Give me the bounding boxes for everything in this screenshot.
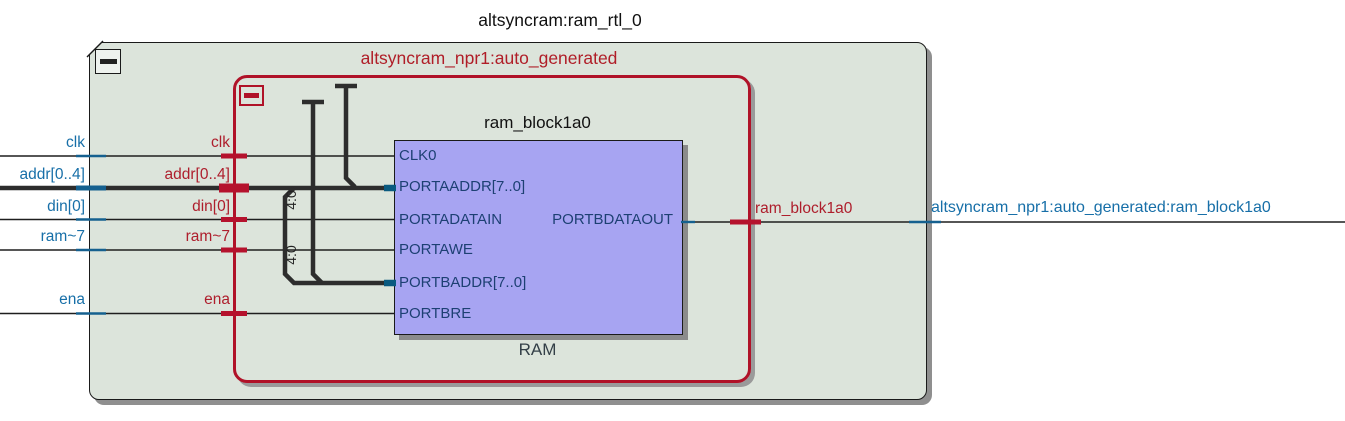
port-row-data: PORTADATAIN PORTBDATAOUT xyxy=(399,209,673,231)
bus-slice-label-1: 4:0 xyxy=(283,190,299,210)
hierarchy-box-auto-generated[interactable] xyxy=(233,75,751,383)
net-label-ena-outer[interactable]: ena xyxy=(59,291,85,308)
collapse-minus-icon-hierarchy[interactable] xyxy=(239,85,264,106)
net-label-addr-inner[interactable]: addr[0..4] xyxy=(164,166,231,183)
ram-block-title[interactable]: ram_block1a0 xyxy=(484,113,591,132)
port-label-portawe: PORTAWE xyxy=(399,241,473,258)
net-label-din-inner[interactable]: din[0] xyxy=(192,198,230,215)
collapse-minus-icon-module[interactable] xyxy=(95,49,121,74)
net-label-ena-inner[interactable]: ena xyxy=(204,291,230,308)
net-label-output-inner[interactable]: ram_block1a0 xyxy=(755,200,853,217)
port-label-portbaddr: PORTBADDR[7..0] xyxy=(399,274,527,291)
port-label-portbre: PORTBRE xyxy=(399,305,472,322)
ram-primitive-box[interactable] xyxy=(394,140,683,335)
hierarchy-title[interactable]: altsyncram_npr1:auto_generated xyxy=(360,48,618,68)
net-label-ram7-outer[interactable]: ram~7 xyxy=(40,228,85,245)
net-label-addr-outer[interactable]: addr[0..4] xyxy=(19,166,86,183)
bus-slice-label-2: 4:0 xyxy=(283,245,299,265)
port-label-portadatain: PORTADATAIN xyxy=(399,211,503,228)
port-label-portbdataout: PORTBDATAOUT xyxy=(552,211,673,228)
net-label-output-outer[interactable]: altsyncram_npr1:auto_generated:ram_block… xyxy=(931,199,1271,216)
minus-icon xyxy=(244,93,259,98)
net-label-clk-inner[interactable]: clk xyxy=(211,134,230,151)
module-title[interactable]: altsyncram:ram_rtl_0 xyxy=(478,10,642,30)
net-label-clk-outer[interactable]: clk xyxy=(66,134,85,151)
port-label-portaaddr: PORTAADDR[7..0] xyxy=(399,178,526,195)
port-label-clk0: CLK0 xyxy=(399,147,437,164)
net-label-din-outer[interactable]: din[0] xyxy=(47,198,85,215)
ram-type-label: RAM xyxy=(518,340,557,359)
net-label-ram7-inner[interactable]: ram~7 xyxy=(185,228,230,245)
minus-icon xyxy=(99,59,117,64)
